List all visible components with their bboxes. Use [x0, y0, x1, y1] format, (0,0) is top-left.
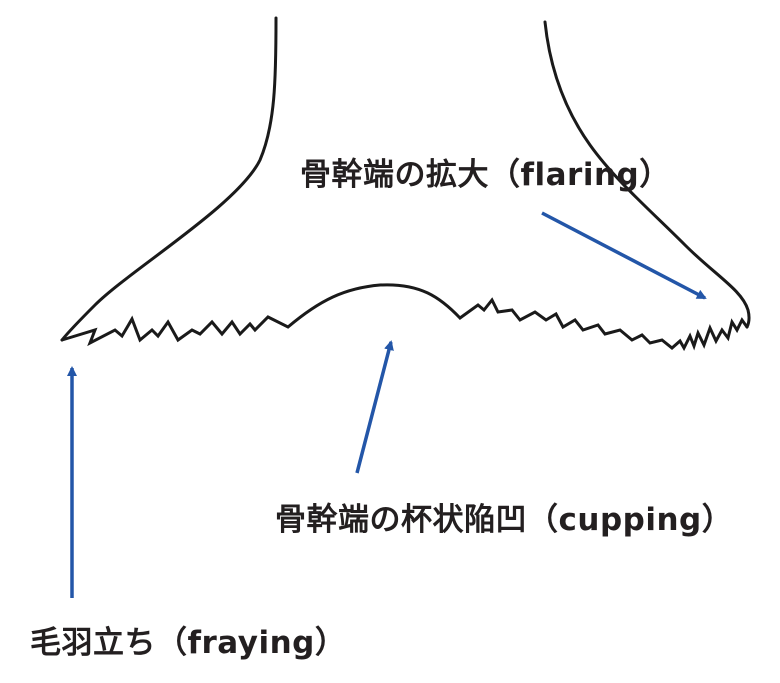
- flaring-label: 骨幹端の拡大（flaring）: [300, 157, 671, 193]
- metaphyseal-margin-line: [60, 283, 749, 352]
- cupping-arrow: [355, 340, 394, 474]
- left-cortex-line: [60, 16, 278, 342]
- bone-outline: [60, 16, 751, 352]
- flaring-arrow: [541, 211, 707, 300]
- arrows: [67, 211, 707, 598]
- right-cortex-line: [543, 20, 751, 329]
- cupping-label: 骨幹端の杯状陥凹（cupping）: [275, 502, 734, 538]
- fraying-label: 毛羽立ち（fraying）: [30, 625, 347, 661]
